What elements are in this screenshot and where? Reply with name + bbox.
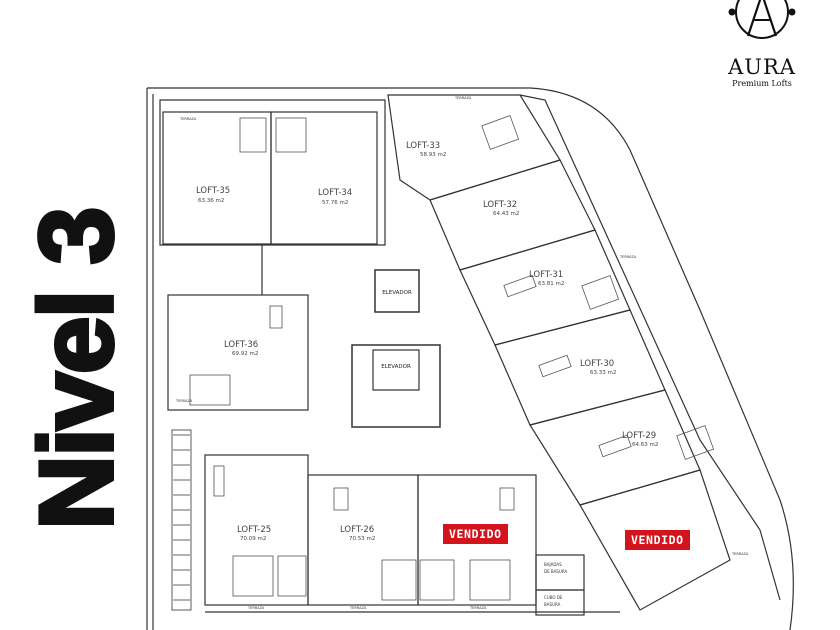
terrace-label-35: TERRAZA [179, 117, 197, 121]
elevator-label-1: ELEVADOR [382, 290, 412, 296]
unit-area-36: 69.92 m2 [232, 351, 258, 357]
unit-area-32: 64.43 m2 [493, 211, 519, 217]
room-loft-36 [167, 294, 309, 411]
room-trash-bin [535, 589, 585, 616]
terrace-label-36: TERRAZA [175, 399, 193, 403]
unit-name-26: LOFT-26 [340, 525, 374, 535]
wing-outer-wall [519, 94, 781, 601]
unit-area-31: 63.81 m2 [538, 281, 564, 287]
logo-a-right [762, 0, 778, 37]
terrace-label-27: TERRAZA [469, 606, 487, 610]
unit-name-30: LOFT-30 [580, 359, 614, 369]
elevator-2 [351, 344, 441, 428]
stairs [171, 429, 192, 611]
unit-name-31: LOFT-31 [529, 270, 563, 280]
unit-name-32: LOFT-32 [483, 200, 517, 210]
terrace-label-26: TERRAZA [349, 606, 367, 610]
room-loft-28 [579, 469, 731, 611]
elevator-2-car [372, 349, 420, 391]
brand-tagline: Premium Lofts [732, 79, 792, 88]
unit-name-35: LOFT-35 [196, 186, 230, 196]
room-loft-31 [459, 229, 631, 346]
plan-walls [146, 87, 794, 630]
room-loft-35 [162, 111, 272, 245]
service-labels: BAJADAS DE BASURA CUBO DE BASURA [544, 562, 567, 607]
inner-wall-outline [159, 99, 386, 246]
trash-chute-label-2: DE BASURA [544, 569, 567, 574]
level-title: Nivel 3 [17, 207, 137, 532]
trash-bin-label-2: BASURA [544, 602, 561, 607]
level-title-text: Nivel 3 [19, 209, 135, 530]
unit-labels: LOFT-35 63.36 m2 LOFT-34 57.76 m2 LOFT-3… [196, 141, 658, 542]
unit-area-25: 70.09 m2 [240, 536, 266, 542]
brand-name: AURA [727, 55, 796, 79]
outer-wall [146, 87, 794, 630]
elevator-1 [374, 269, 420, 313]
logo-dot-left [728, 8, 736, 16]
terrace-label-29: TERRAZA [731, 552, 749, 556]
trash-bin-label-1: CUBO DE [544, 595, 563, 600]
brand-logo: AURA Premium Lofts [727, 0, 796, 88]
trash-chute-label-1: BAJADAS [544, 562, 562, 567]
unit-name-34: LOFT-34 [318, 188, 352, 198]
sold-badge-loft-27: VENDIDO [443, 524, 508, 544]
room-loft-34 [270, 111, 378, 245]
unit-name-29: LOFT-29 [622, 431, 656, 441]
room-loft-27 [417, 474, 537, 606]
terrace-label-25: TERRAZA [247, 606, 265, 610]
unit-area-33: 58.93 m2 [420, 152, 446, 158]
unit-name-36: LOFT-36 [224, 340, 258, 350]
logo-dot-right [788, 8, 796, 16]
unit-area-35: 63.36 m2 [198, 198, 224, 204]
terrace-labels: TERRAZA TERRAZA TERRAZA TERRAZA TERRAZA … [175, 96, 749, 610]
sold-badge-loft-28: VENDIDO [625, 530, 690, 550]
unit-area-30: 63.33 m2 [590, 370, 616, 376]
unit-area-29: 64.63 m2 [632, 442, 658, 448]
room-loft-29 [529, 389, 701, 506]
terrace-label-33: TERRAZA [454, 96, 472, 100]
elevator-labels: ELEVADOR ELEVADOR [381, 290, 412, 370]
unit-area-26: 70.53 m2 [349, 536, 375, 542]
unit-name-25: LOFT-25 [237, 525, 271, 535]
logo-ring [735, 0, 789, 39]
unit-name-33: LOFT-33 [406, 141, 440, 151]
elevator-label-2: ELEVADOR [381, 364, 411, 370]
logo-a-left [746, 0, 762, 37]
unit-area-34: 57.76 m2 [322, 200, 348, 206]
terrace-label-31: TERRAZA [619, 255, 637, 259]
furniture [189, 115, 715, 601]
